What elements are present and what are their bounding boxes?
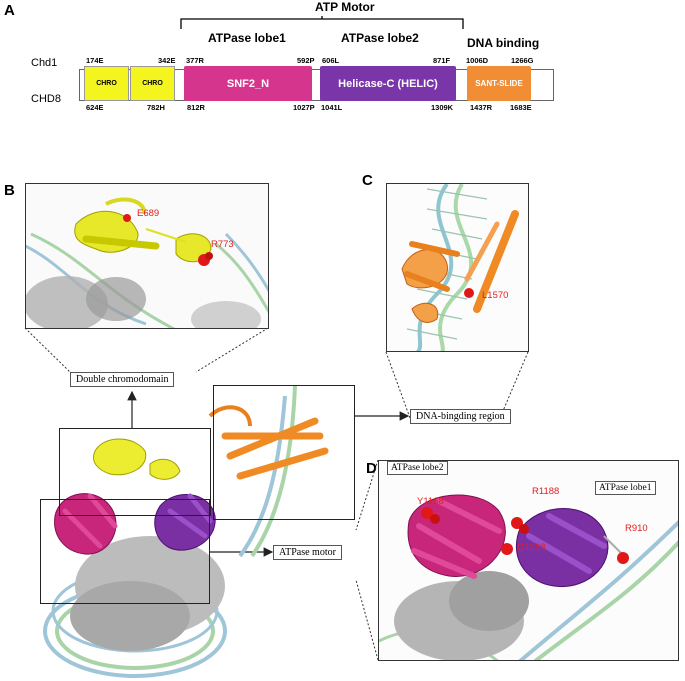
lobe2-header: ATPase lobe2: [341, 31, 419, 45]
chd8-position-label: 812R: [187, 103, 205, 112]
chromodomain-structure-inset: E689 R773: [25, 183, 269, 329]
chromodomain-selection-box: [59, 428, 211, 516]
dna-binding-structure-inset: L1570: [386, 183, 529, 352]
residue-label-r1188: R1188: [532, 486, 560, 497]
chd8-position-label: 1309K: [431, 103, 454, 112]
chd1-position-label: 871F: [433, 56, 451, 65]
residue-label-e689: E689: [137, 208, 160, 219]
dna-binding-structure-image: [387, 184, 528, 351]
helicase-c-domain: Helicase-C (HELIC): [320, 66, 456, 101]
chd1-position-label: 342E: [158, 56, 176, 65]
atp-motor-header: ATP Motor: [315, 0, 375, 14]
panel-b-label: B: [4, 182, 15, 199]
chd8-position-label: 1027P: [293, 103, 315, 112]
residue-label-r773: R773: [211, 239, 234, 250]
atpase-structure-image: [379, 461, 678, 660]
panel-d-lobe1-label: ATPase lobe1: [595, 481, 656, 495]
panel-c-label: C: [362, 172, 373, 189]
atpase-structure-inset: ATPase lobe2 ATPase lobe1 Y1168 R1188 Q1…: [378, 460, 679, 661]
chd1-position-label: 377R: [186, 56, 204, 65]
chd8-position-label: 1437R: [470, 103, 493, 112]
residue-label-r910: R910: [625, 523, 648, 534]
chd8-position-label: 1041L: [321, 103, 343, 112]
chromodomain-structure-image: [26, 184, 268, 328]
snf2-n-domain: SNF2_N: [184, 66, 312, 101]
atp-motor-bracket: [180, 16, 464, 29]
panel-d-label: D: [366, 460, 377, 477]
dna-binding-header: DNA binding: [467, 36, 540, 50]
double-chromodomain-callout: Double chromodomain: [70, 372, 175, 387]
chd8-position-label: 624E: [86, 103, 104, 112]
chd1-position-label: 606L: [322, 56, 340, 65]
chro-domain-2: CHRO: [130, 66, 175, 101]
residue-label-y1168: Y1168: [417, 496, 444, 507]
panel-a-label: A: [4, 2, 15, 19]
nucleosome-complex-structure: [43, 385, 329, 678]
atpase-motor-selection-box: [40, 499, 210, 604]
panel-d-lobe2-label: ATPase lobe2: [387, 461, 448, 475]
protein-name-chd1: Chd1: [31, 57, 58, 69]
chd1-position-label: 174E: [86, 56, 104, 65]
chd1-position-label: 1266G: [511, 56, 534, 65]
dna-binding-region-callout: DNA-bingding region: [410, 409, 511, 424]
residue-label-l1570: L1570: [482, 290, 509, 301]
lobe1-header: ATPase lobe1: [208, 31, 286, 45]
atpase-motor-callout: ATPase motor: [273, 545, 342, 560]
chd8-position-label: 1683E: [510, 103, 532, 112]
chd8-position-label: 782H: [147, 103, 165, 112]
residue-label-q1238: Q1238: [517, 542, 546, 553]
chro-domain-1: CHRO: [84, 66, 129, 101]
dna-binding-selection-box: [213, 385, 355, 520]
protein-name-chd8: CHD8: [31, 93, 61, 105]
chd1-position-label: 592P: [297, 56, 315, 65]
chd1-position-label: 1006D: [466, 56, 489, 65]
sant-slide-domain: SANT-SLIDE: [467, 66, 531, 101]
